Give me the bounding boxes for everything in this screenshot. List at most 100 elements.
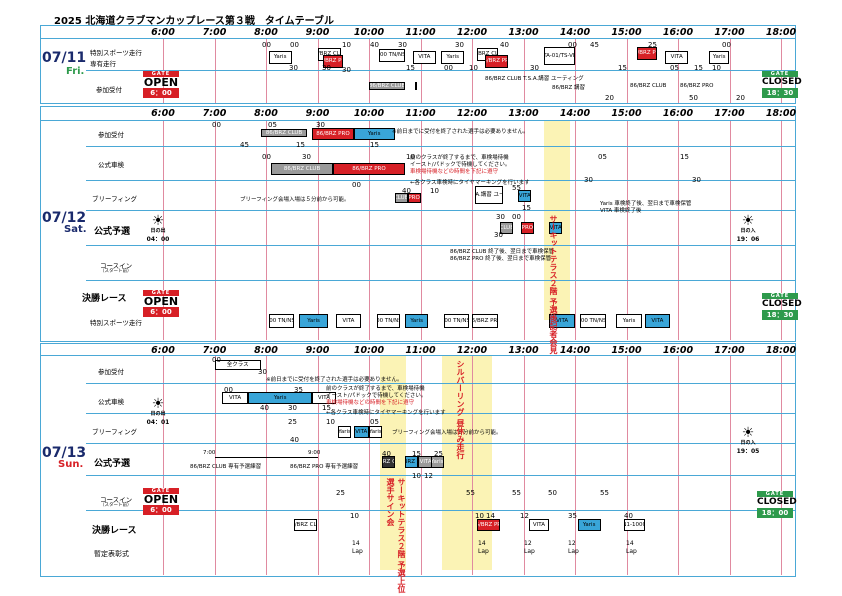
day3-session-box: Yaris <box>577 519 601 531</box>
day3-final-box: 86/BRZ CLUB <box>294 519 318 531</box>
day1-hour-14:00: 14:00 <box>559 27 591 38</box>
day2-press-text: サーキットテラス２階 予選後記者会見 <box>549 215 558 354</box>
day1-time-num: 00 <box>568 41 577 49</box>
day3-time-num: 12 <box>520 512 529 520</box>
day3-time-num: 15 <box>412 450 421 458</box>
day2-time-num: 30 <box>494 231 503 239</box>
day2-time-num: 55 <box>512 184 521 192</box>
day2-row-divider <box>86 245 796 246</box>
day3-note: 車検場待機などの時間を下記に遵守 <box>326 400 415 406</box>
day3-time-num: 35 <box>568 512 577 520</box>
sunrise-icon: ☀ <box>151 396 165 412</box>
day3-note: 前のクラスが終了するまで、車検場待機 <box>326 386 425 392</box>
day3-time-num: 00 <box>212 356 221 364</box>
day2-row-yosen: 公式予選 <box>94 227 131 237</box>
day2-session-box: Yaris T.S.A.講習 ユーティング <box>474 186 503 204</box>
day2-note: 86/BRZ PRO 終了後、翌日まで車検保管 <box>450 256 552 262</box>
day1-session-box: Yaris <box>441 51 465 64</box>
day2-time-num: 40 <box>402 187 411 195</box>
day3-dow: Sun. <box>58 459 84 470</box>
day2-gridline <box>214 120 216 340</box>
day1-time-num: 30 <box>530 64 539 72</box>
day3-session-box: 全クラス <box>214 360 261 370</box>
day2-gridline <box>678 120 679 340</box>
day3-note: ※前日までに受付を終了された選手は必要ありません。 <box>266 377 403 383</box>
day3-row-divider <box>86 475 796 476</box>
day3-time-num: 14 <box>486 512 495 520</box>
day2-note: 車検場待機などの時間を下記に遵守 <box>410 169 499 175</box>
day3-time-num: 25 <box>336 489 345 497</box>
day2-hour-7:00: 7:00 <box>202 108 227 119</box>
day2-panel <box>40 106 796 342</box>
day1-time-num: 10 <box>342 41 351 49</box>
day2-session-box: PRO <box>520 222 534 234</box>
day1-hour-15:00: 15:00 <box>611 27 642 38</box>
day2-hour-6:00: 6:00 <box>151 108 175 119</box>
day3-row-briefing: ブリーフィング <box>92 428 137 436</box>
day3-gridline <box>317 355 319 575</box>
day2-row-divider <box>86 180 796 181</box>
day3-hour-17:00: 17:00 <box>714 345 745 356</box>
day2-session-box: Yaris <box>616 314 642 328</box>
day1-time-num: 30 <box>289 64 298 72</box>
day2-time-num: 10 <box>430 187 439 195</box>
day3-lap: Lap <box>478 548 489 555</box>
day3-gridline <box>575 355 576 575</box>
day1-hour-9:00: 9:00 <box>305 27 330 38</box>
page-title: 2025 北海道クラブマンカップレース第３戦 タイムテーブル <box>54 16 335 27</box>
day2-time-num: 30 <box>316 121 325 129</box>
day1-time-num: 15 <box>618 64 627 72</box>
day2-hour-13:00: 13:00 <box>508 108 539 119</box>
day1-session-box: 86/BRZ PRO <box>322 55 344 68</box>
day3-gridline <box>472 355 473 575</box>
day1-time-num: 00 <box>290 41 299 49</box>
day2-session-box: 86/BRZ PRO <box>332 163 406 175</box>
day2-note: 前のクラスが終了するまで、車検場待機 <box>410 155 509 161</box>
day2-note: ブリーフィング会場入場は５分前から可能。 <box>240 197 350 203</box>
day2-time-num: 00 <box>352 181 361 189</box>
day1-time-num: 30 <box>322 64 331 72</box>
day2-hour-15:00: 15:00 <box>611 108 642 119</box>
day3-row-hyosho: 暫定表彰式 <box>94 550 129 558</box>
day3-session-box: VITA <box>312 392 336 404</box>
day3-row-coursein: コースイン <box>100 496 133 504</box>
day3-time-num: 10 <box>475 512 484 520</box>
day3-lunch-band <box>442 355 492 570</box>
day2-gridline <box>420 120 422 340</box>
day1-time-num: 30 <box>342 66 351 74</box>
day2-gridline <box>729 120 731 340</box>
day3-session-box: VITA <box>222 392 248 404</box>
day3-row-divider <box>86 443 796 444</box>
day3-row-divider <box>86 510 796 511</box>
day3-time-num: 05 <box>370 418 379 426</box>
day1-hour-16:00: 16:00 <box>662 27 694 38</box>
day2-note: Yaris 車検終了後、翌日まで車検保管 <box>600 201 692 207</box>
day1-uketsuke-box <box>415 82 418 90</box>
day1-hour-17:00: 17:00 <box>714 27 745 38</box>
day1-hour-7:00: 7:00 <box>202 27 227 38</box>
day3-date: 07/13 <box>42 445 87 461</box>
day1-session-box: VITA <box>665 51 689 64</box>
day2-dow: Sat. <box>64 224 87 235</box>
day2-session-box: 86/BRZ CLUB <box>260 129 308 137</box>
day2-row-divider <box>86 210 796 211</box>
day3-time-num: 50 <box>548 489 557 497</box>
day3-time-num: 15 <box>322 404 331 412</box>
day3-session-box: 86/BRZ CLUB <box>381 456 395 468</box>
day1-header-line <box>40 38 796 39</box>
day2-hour-17:00: 17:00 <box>714 108 745 119</box>
day3-time-num: 25 <box>434 450 443 458</box>
day1-session-box: Yaris <box>708 51 730 64</box>
day3-note: 7:00 <box>203 450 216 456</box>
day2-session-box: PRO <box>407 193 421 203</box>
day2-row-shaken: 公式車検 <box>98 161 124 169</box>
day3-session-box: VITA <box>528 519 550 531</box>
